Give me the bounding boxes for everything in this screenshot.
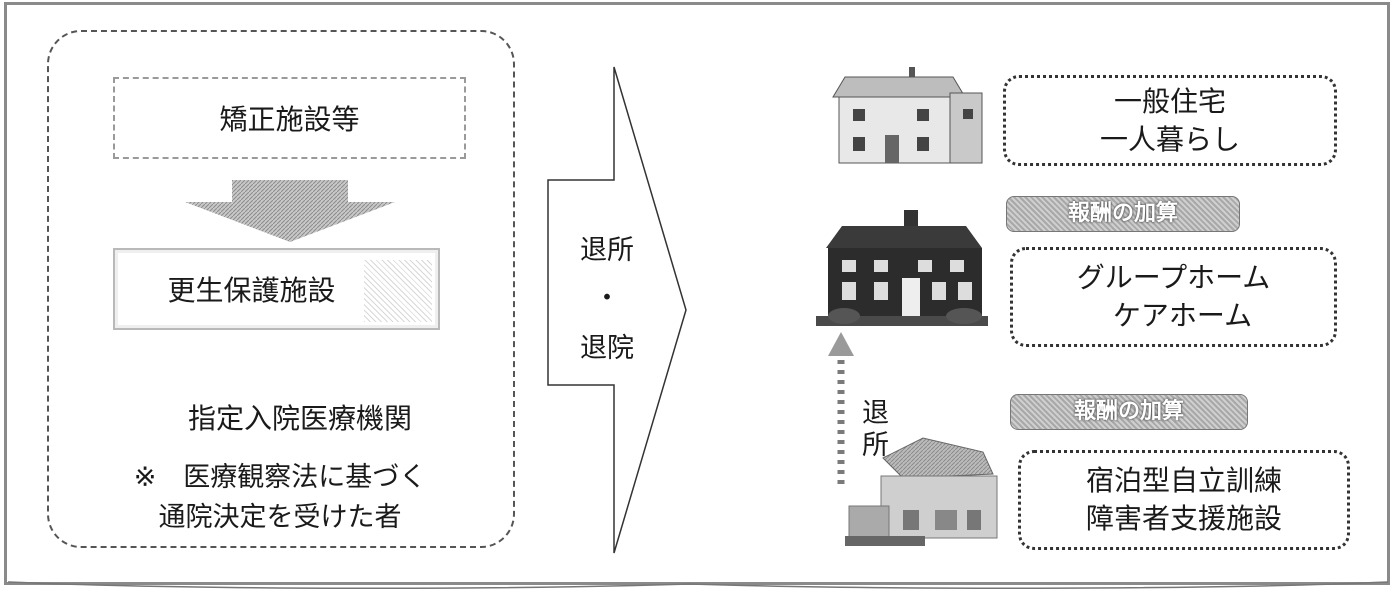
lodging-reward-badge: 報酬の加算 <box>1010 394 1248 430</box>
medical-observation-note: ※ 医療観察法に基づく 通院決定を受けた者 <box>70 458 490 538</box>
training-facility-house-icon <box>845 437 998 546</box>
group-home-line-1: グループホーム <box>1076 261 1271 294</box>
transition-line-2: ・ <box>593 283 621 314</box>
lodging-training-line-1: 宿泊型自立訓練 <box>1085 464 1282 497</box>
group-home-reward-badge: 報酬の加算 <box>1006 196 1240 232</box>
dotted-up-arrow-icon <box>828 332 854 486</box>
hatch-decoration <box>364 260 432 322</box>
discharge-arrow-icon <box>547 66 687 554</box>
general-housing-line-2: 一人暮らし <box>1099 122 1240 156</box>
down-arrow-icon <box>185 180 395 242</box>
note-line-2: 通院決定を受けた者 <box>158 502 402 533</box>
general-housing-line-1: 一般住宅 <box>1113 84 1226 118</box>
designated-hospital-label: 指定入院医療機関 <box>187 402 412 435</box>
bottom-brace <box>7 581 1389 590</box>
transition-line-1: 退所 <box>580 235 634 266</box>
source-facilities-panel <box>47 30 515 548</box>
group-home-house-icon <box>816 210 988 326</box>
rehabilitation-facility-label: 更生保護施設 <box>167 274 336 307</box>
group-home-line-2: ケアホーム <box>1112 299 1253 332</box>
designated-hospital-box: 指定入院医療機関 <box>150 392 450 442</box>
general-housing-box: 一般住宅 一人暮らし <box>1003 75 1337 166</box>
correctional-facility-label: 矯正施設等 <box>219 103 360 136</box>
lodging-training-box: 宿泊型自立訓練 障害者支援施設 <box>1018 450 1350 550</box>
rehabilitation-facility-box: 更生保護施設 <box>113 248 440 330</box>
group-home-box: グループホーム ケアホーム <box>1010 247 1337 347</box>
correctional-facility-box: 矯正施設等 <box>113 77 466 159</box>
move-out-label: 退所 <box>862 398 889 461</box>
note-line-1: ※ 医療観察法に基づく <box>133 462 427 493</box>
general-house-icon <box>832 67 983 164</box>
transition-line-3: 退院 <box>580 333 634 364</box>
lodging-training-line-2: 障害者支援施設 <box>1085 502 1282 535</box>
